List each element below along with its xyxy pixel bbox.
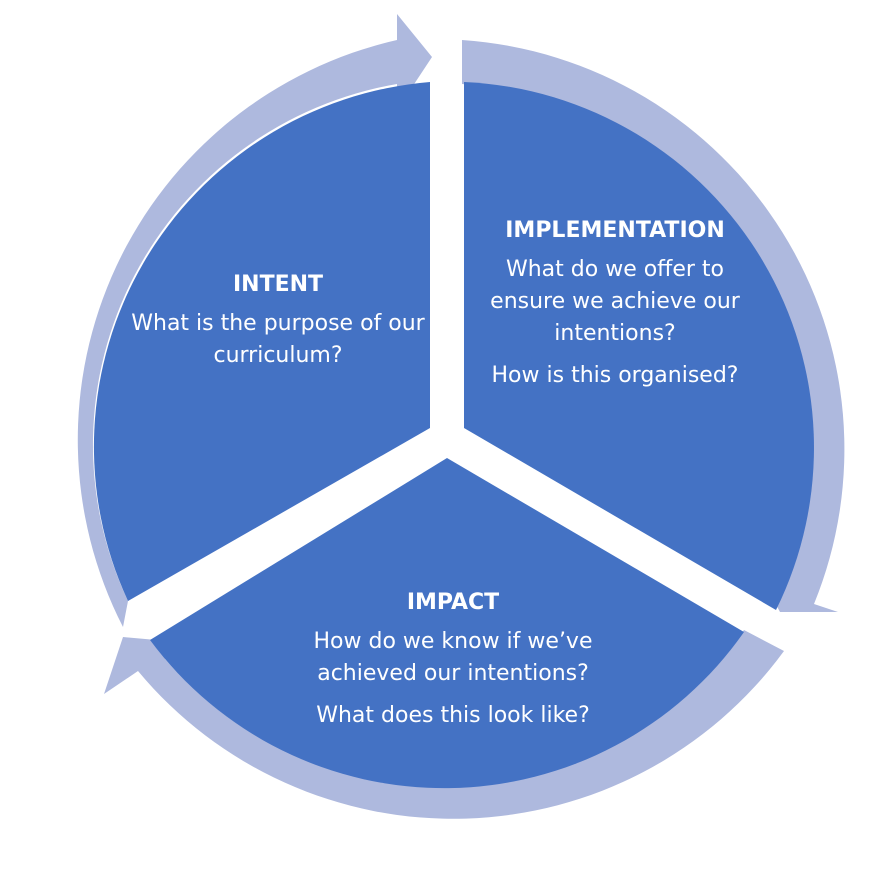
pie-segments	[93, 82, 814, 789]
impact-question-1: How do we know if we’ve achieved our int…	[313, 629, 593, 686]
intent-label-group: INTENT What is the purpose of our curric…	[128, 272, 428, 382]
implementation-question-1: What do we offer to ensure we achieve ou…	[490, 257, 740, 346]
segment-implementation	[464, 82, 814, 610]
implementation-title: IMPLEMENTATION	[505, 218, 725, 243]
cycle-arrow-to-intent	[104, 630, 784, 819]
impact-label-group: IMPACT How do we know if we’ve achieved …	[268, 590, 638, 742]
implementation-question-2: How is this organised?	[491, 363, 739, 388]
impact-question-2: What does this look like?	[316, 703, 590, 728]
cycle-arrow-to-implementation	[77, 14, 433, 627]
segment-impact	[150, 458, 744, 789]
intent-title: INTENT	[232, 272, 324, 297]
impact-title: IMPACT	[406, 590, 500, 615]
intent-question-1: What is the purpose of our curriculum?	[131, 311, 425, 368]
implementation-label-group: IMPLEMENTATION What do we offer to ensur…	[470, 218, 760, 402]
segment-intent	[93, 82, 431, 601]
